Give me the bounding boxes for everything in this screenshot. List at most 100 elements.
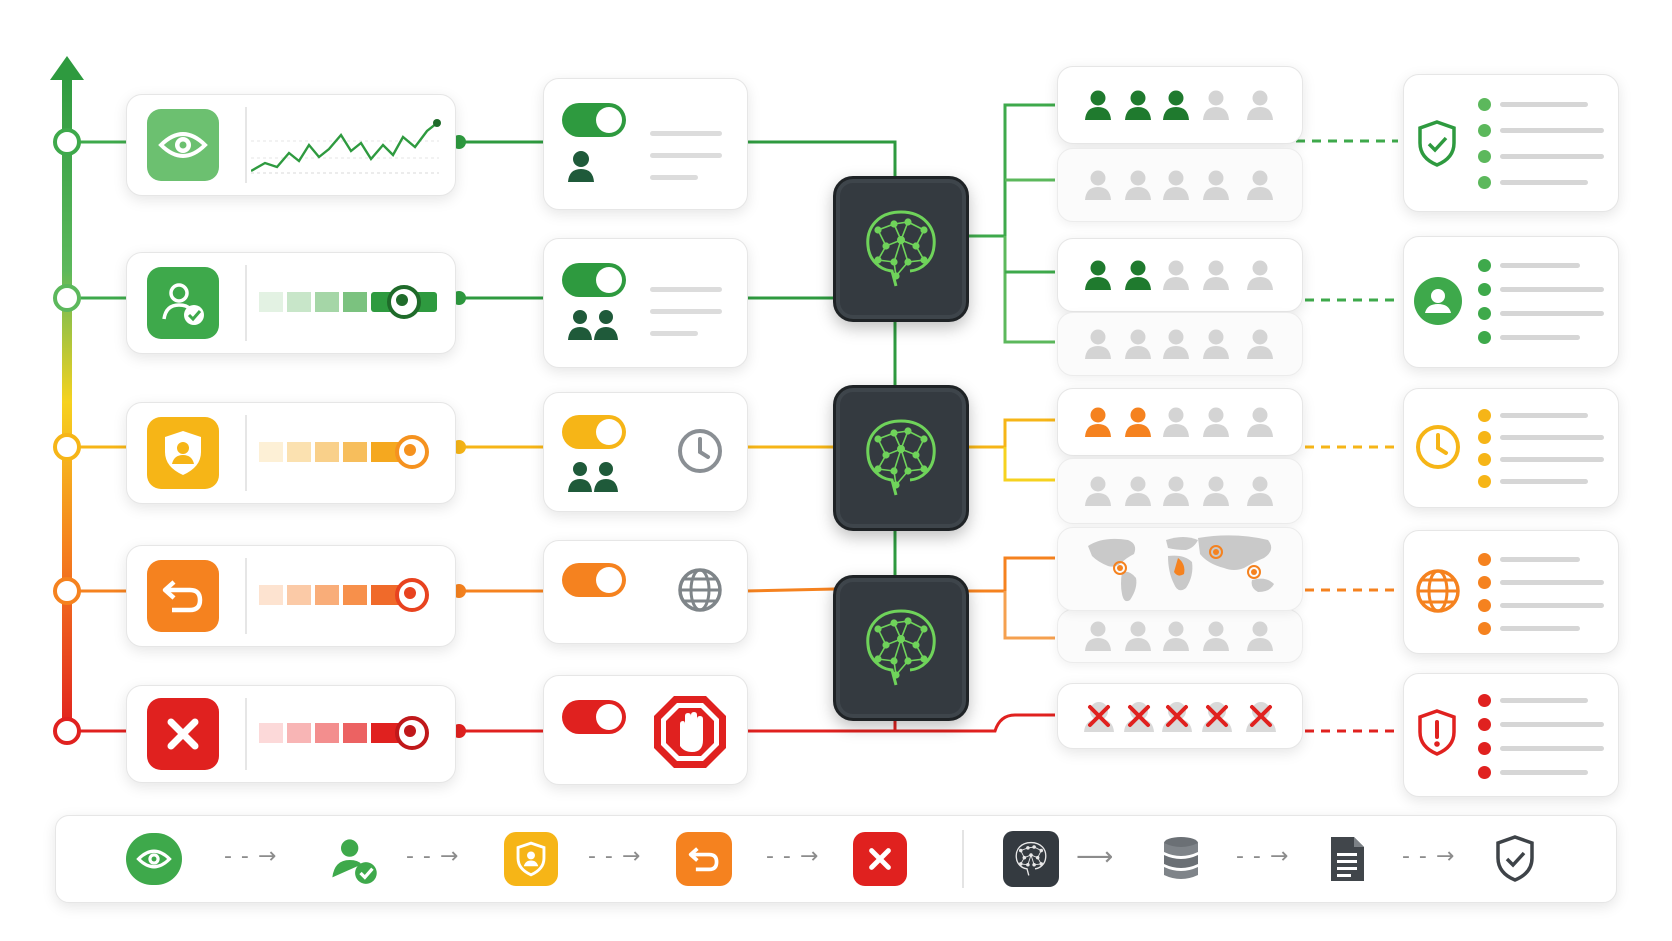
outcome-card-verified[interactable] (1403, 236, 1619, 368)
level-card-observe[interactable] (126, 94, 456, 196)
active-user-icon (1084, 89, 1112, 126)
active-user-icon (1124, 89, 1152, 126)
inactive-user-icon (1246, 328, 1274, 365)
policy-toggle[interactable] (562, 700, 626, 734)
active-user-icon (1124, 406, 1152, 443)
inactive-user-icon (1246, 406, 1274, 443)
two-users-icon (566, 307, 620, 346)
outcome-card-protected[interactable] (1403, 388, 1619, 508)
flow-arrow: - - → (224, 844, 278, 869)
outcome-card-blocked[interactable] (1403, 673, 1619, 797)
inactive-user-icon (1202, 259, 1230, 296)
axis-node (53, 433, 81, 461)
clock-icon (1414, 423, 1462, 476)
inactive-user-icon (1202, 406, 1230, 443)
shield-check-icon (1414, 119, 1460, 174)
level-meter (259, 285, 439, 319)
user-circle-icon (1412, 275, 1464, 332)
policy-toggle[interactable] (562, 103, 626, 137)
policy-card-blocked (543, 675, 748, 785)
inactive-user-icon (1246, 259, 1274, 296)
inactive-user-icon (1084, 328, 1112, 365)
inactive-user-icon (1246, 169, 1274, 206)
flow-arrow: - - → (1236, 844, 1290, 869)
inactive-user-icon (1202, 169, 1230, 206)
inactive-user-icon (1246, 475, 1274, 512)
neural-brain-icon (866, 419, 936, 496)
x-icon (147, 698, 219, 770)
inactive-user-icon (1162, 259, 1190, 296)
inactive-user-icon (1162, 169, 1190, 206)
active-user-icon (1084, 259, 1112, 296)
ai-engine-chip[interactable] (833, 176, 969, 322)
stop-hand-icon (650, 692, 730, 777)
document-icon (1326, 832, 1368, 886)
eye-icon (126, 833, 182, 885)
inactive-user-icon (1202, 328, 1230, 365)
audience-row[interactable] (1057, 388, 1303, 456)
policy-toggle[interactable] (562, 415, 626, 449)
ai-engine-chip[interactable] (833, 575, 969, 721)
audience-row[interactable] (1057, 458, 1303, 524)
flow-arrow: ⟶ (1076, 842, 1115, 872)
geo-map-card (1057, 527, 1303, 611)
world-map-icon (1088, 535, 1274, 602)
x-icon (853, 832, 907, 886)
outcome-card-observe[interactable] (1403, 74, 1619, 212)
globe-icon (1414, 567, 1462, 620)
flow-arrow: - - → (406, 844, 460, 869)
audience-row[interactable] (1057, 312, 1303, 376)
activity-sparkline (251, 119, 441, 174)
legend-flow-bar: - - → - - → - - → - - → ⟶ - - → - - → (55, 815, 1617, 903)
axis-node (53, 284, 81, 312)
two-users-icon (566, 459, 620, 498)
inactive-user-icon (1246, 89, 1274, 126)
inactive-user-icon (1162, 328, 1190, 365)
level-card-revert[interactable] (126, 545, 456, 647)
active-user-icon (1084, 406, 1112, 443)
level-card-verified[interactable] (126, 252, 456, 354)
audience-row[interactable] (1057, 609, 1303, 663)
inactive-user-icon (1084, 475, 1112, 512)
ai-engine-chip[interactable] (833, 385, 969, 531)
level-card-blocked[interactable] (126, 685, 456, 783)
blocked-user-icon (1200, 699, 1234, 738)
legend-divider (962, 830, 964, 888)
blocked-user-icon (1244, 699, 1278, 738)
inactive-user-icon (1162, 475, 1190, 512)
flow-arrow: - - → (1402, 844, 1456, 869)
policy-toggle[interactable] (562, 563, 626, 597)
active-user-icon (1162, 89, 1190, 126)
flow-arrow: - - → (588, 844, 642, 869)
inactive-user-icon (1124, 620, 1152, 657)
neural-chip-icon (1003, 831, 1059, 887)
audience-row[interactable] (1057, 66, 1303, 144)
inactive-user-icon (1162, 406, 1190, 443)
axis-node (53, 128, 81, 156)
shield-check-icon (1490, 832, 1540, 886)
user-check-icon (147, 267, 219, 339)
neural-brain-icon (866, 210, 936, 287)
inactive-user-icon (1124, 475, 1152, 512)
audience-row[interactable] (1057, 148, 1303, 222)
outcome-card-revert[interactable] (1403, 530, 1619, 654)
policy-toggle[interactable] (562, 263, 626, 297)
audience-row[interactable] (1057, 238, 1303, 312)
inactive-user-icon (1084, 169, 1112, 206)
inactive-user-icon (1124, 328, 1152, 365)
level-meter (259, 435, 439, 469)
audience-row[interactable] (1057, 683, 1303, 749)
undo-icon (676, 832, 732, 886)
level-meter (259, 578, 439, 612)
level-card-protected[interactable] (126, 402, 456, 504)
shield-alert-icon (1414, 708, 1460, 763)
level-meter (259, 716, 439, 750)
risk-axis (62, 72, 72, 732)
shield-user-icon (504, 832, 558, 886)
axis-node (53, 717, 81, 745)
shield-user-icon (147, 417, 219, 489)
clock-icon (676, 427, 724, 480)
policy-card-protected (543, 392, 748, 512)
policy-card-revert (543, 540, 748, 644)
